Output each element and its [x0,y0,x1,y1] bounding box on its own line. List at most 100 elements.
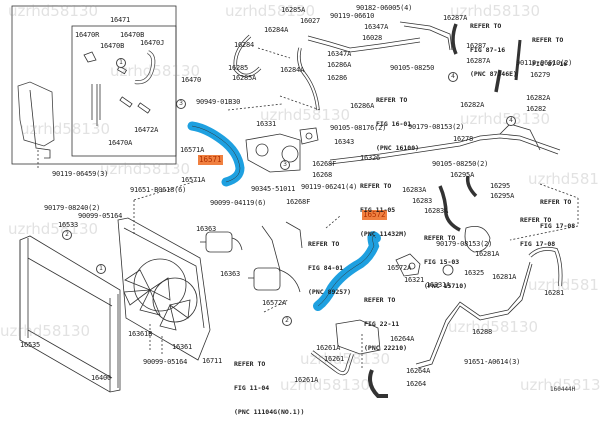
part-label[interactable]: 16282A [460,101,485,109]
part-label[interactable]: 16470B [100,42,125,50]
part-label[interactable]: 16283 [412,197,433,205]
part-label[interactable]: 16535 [20,341,41,349]
part-label[interactable]: 16363 [220,270,241,278]
bolt-label[interactable]: 90179-08153(2) [436,240,493,248]
part-label[interactable]: 16287A [443,14,468,22]
watermark: uzrhd58130 [300,350,391,368]
part-label[interactable]: 16285A [232,74,257,82]
bolt-label[interactable]: 90105-08176(2) [330,124,387,132]
part-label[interactable]: 16284 [234,41,255,49]
refer-fig-11-05[interactable]: REFER TO FIG 11-05 (PNC 11432M) [360,166,407,246]
refer-fig-87-16-b[interactable]: REFER TO FIG 87-16 [532,20,567,76]
part-label[interactable]: 16470A [108,139,133,147]
part-label[interactable]: 16472A [134,126,159,134]
part-label[interactable]: 16281 [544,289,565,297]
part-label[interactable]: 16268 [312,171,333,179]
bolt-label[interactable]: 90099-05164 [143,358,188,366]
bolt-label[interactable]: 91651-A0614(3) [464,358,521,366]
bolt-label[interactable]: 90119-06610 [330,12,375,20]
highlighted-part-label[interactable]: 16571 [198,155,223,165]
part-label[interactable]: 16285 [228,64,249,72]
part-label[interactable]: 16295A [490,192,515,200]
bolt-label[interactable]: 90099-05164 [78,212,123,220]
part-label[interactable]: 16278 [453,135,474,143]
bolt-label[interactable]: 90345-51011 [251,185,296,193]
part-label[interactable]: 16268F [286,198,311,206]
part-label[interactable]: 16400 [91,374,112,382]
part-label[interactable]: 16331 [256,120,277,128]
part-label[interactable]: 16028 [362,34,383,42]
part-label[interactable]: 16361 [172,343,193,351]
bolt-label[interactable]: 90105-08250 [390,64,435,72]
part-label[interactable]: 16533 [58,221,79,229]
part-label[interactable]: 16264A [390,335,415,343]
part-label[interactable]: 16285A [281,6,306,14]
refer-fig-84-01[interactable]: REFER TO FIG 84-01 (PNC 89257) [308,224,351,304]
part-label[interactable]: 16361B [128,330,153,338]
part-label[interactable]: 16281A [475,250,500,258]
part-label[interactable]: 16268F [312,160,337,168]
bolt-label[interactable]: 90105-08250(2) [432,160,489,168]
part-label[interactable]: 16363 [196,225,217,233]
part-label[interactable]: 16295 [490,182,511,190]
part-label[interactable]: 16347A [364,23,389,31]
part-label[interactable]: 16295A [450,171,475,179]
part-label[interactable]: 16287A [466,57,491,65]
part-label[interactable]: 16331A [426,281,451,289]
refer-fig-16-01[interactable]: REFER TO FIG 16-01 (PNC 16100) [376,80,419,160]
part-label[interactable]: 16470 [181,76,202,84]
circle-marker-1: 1 [96,264,106,274]
bolt-label[interactable]: 90179-08240(2) [44,204,101,212]
part-label[interactable]: 16470J [140,39,165,47]
part-label[interactable]: 16326 [360,154,381,162]
part-label[interactable]: 16286 [327,74,348,82]
part-label[interactable]: 16343 [334,138,355,146]
part-label[interactable]: 16261 [324,355,345,363]
part-label[interactable]: 16264A [406,367,431,375]
bolt-label[interactable]: 90119-06610(2) [516,59,573,67]
bolt-label[interactable]: 90949-01B30 [196,98,241,106]
part-label[interactable]: 16711 [202,357,223,365]
part-label[interactable]: 16470R [75,31,100,39]
part-label[interactable]: 16572A [262,299,287,307]
part-label[interactable]: 16283A [402,186,427,194]
part-label[interactable]: 16288 [472,328,493,336]
part-label[interactable]: 16283A [424,207,449,215]
bolt-label[interactable]: 90179-08153(2) [408,123,465,131]
part-label[interactable]: 16027 [300,17,321,25]
part-label[interactable]: 16470B [120,31,145,39]
part-label[interactable]: 16571A [180,146,205,154]
part-label[interactable]: 16281A [492,273,517,281]
part-label[interactable]: 16321 [404,276,425,284]
part-label[interactable]: 16325 [464,269,485,277]
part-label[interactable]: 16287 [466,42,487,50]
refer-fig-17-08-b[interactable]: REFER TO FIG 17-08 [520,200,555,256]
highlighted-part-label[interactable]: 16572 [362,210,387,220]
part-label[interactable]: 16264 [406,380,427,388]
refer-fig-87-16-a[interactable]: REFER TO FIG 87-16 (PNC 87246E) [470,6,517,86]
part-label[interactable]: 16284A [280,66,305,74]
refer-fig-17-08-a[interactable]: REFER TO FIG 17-08 [540,182,575,238]
part-label[interactable]: 16282A [526,94,551,102]
bolt-label[interactable]: 90119-06241(4) [301,183,358,191]
part-label[interactable]: 16572A [387,264,412,272]
watermark: uzrhd58130 [8,2,99,20]
part-label[interactable]: 16471 [110,16,131,24]
bolt-label[interactable]: 91651-B0618(6) [130,186,187,194]
refer-fig-11-04[interactable]: REFER TO FIG 11-04 (PNC 11104G(NO.1)) [234,344,304,424]
bolt-label[interactable]: 90182-06005(4) [356,4,413,12]
part-label[interactable]: 16347A [327,50,352,58]
part-label[interactable]: 16286A [327,61,352,69]
part-label[interactable]: 16279 [530,71,551,79]
part-label[interactable]: 16286A [350,102,375,110]
part-label[interactable]: 16261A [294,376,319,384]
refer-fig-22-11[interactable]: REFER TO FIG 22-11 (PNC 22210) [364,280,407,360]
part-label[interactable]: 16261A [316,344,341,352]
diagram-code: 160444H [550,386,576,393]
part-label[interactable]: 16571A [181,176,206,184]
part-label[interactable]: 16282 [526,105,547,113]
part-label[interactable]: 16284A [264,26,289,34]
bolt-label[interactable]: 90099-04119(6) [210,199,267,207]
refer-fig-15-03[interactable]: REFER TO FIG 15-03 (PNC 15710) [424,218,467,298]
bolt-label[interactable]: 90119-06459(3) [52,170,109,178]
